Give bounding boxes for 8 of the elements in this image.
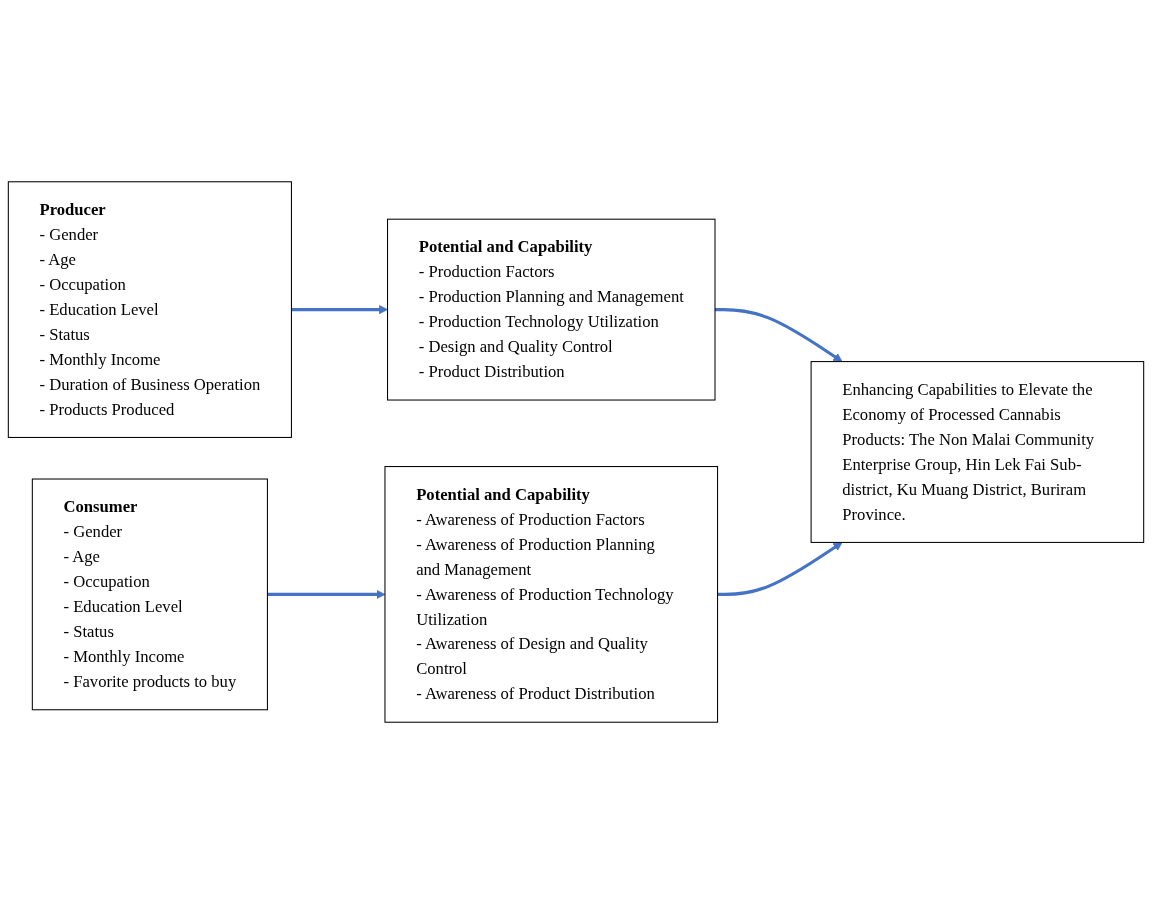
node-box [384, 466, 719, 723]
arrow [715, 308, 843, 362]
arrow [717, 542, 843, 596]
node-box [810, 361, 1145, 543]
node-box [387, 218, 716, 401]
arrow [291, 305, 388, 315]
node-box [7, 181, 292, 438]
node-box [31, 478, 268, 711]
